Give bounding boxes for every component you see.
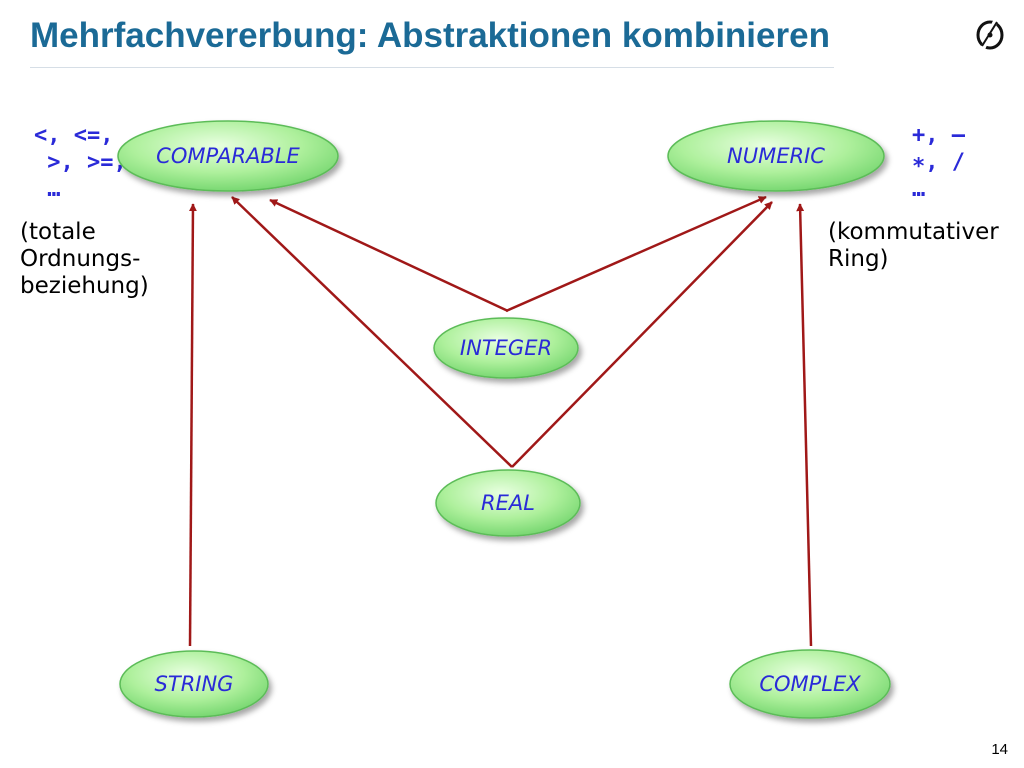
arrow-real-to-numeric (511, 201, 773, 468)
node-comparable: COMPARABLE (117, 120, 339, 192)
node-label-complex: COMPLEX (759, 672, 861, 696)
node-ellipse-real (435, 469, 581, 537)
node-complex: COMPLEX (729, 649, 891, 719)
node-label-numeric: NUMERIC (727, 144, 825, 168)
node-label-comparable: COMPARABLE (156, 144, 300, 168)
node-ellipse-string (119, 650, 269, 718)
eiffel-logo-icon (976, 18, 1004, 50)
node-ellipse-comparable (117, 120, 339, 192)
node-label-string: STRING (155, 672, 234, 696)
numeric-operators: +, – ∗, / … (912, 123, 965, 202)
arrow-integer-to-comparable (269, 198, 509, 313)
node-numeric: NUMERIC (667, 120, 885, 192)
page-number: 14 (991, 741, 1008, 758)
comparable-operators: <, <=, >, >=, … (34, 123, 127, 202)
node-ellipse-numeric (667, 120, 885, 192)
title-divider (30, 67, 834, 68)
node-ellipse-integer (433, 317, 579, 379)
arrow-complex-to-numeric (796, 203, 813, 647)
arrow-string-to-comparable (188, 203, 197, 647)
comparable-note: (totale Ordnungs- beziehung) (20, 219, 149, 299)
node-label-integer: INTEGER (460, 336, 552, 360)
node-integer: INTEGER (433, 317, 579, 379)
node-label-real: REAL (481, 491, 535, 515)
node-real: REAL (435, 469, 581, 537)
node-ellipse-complex (729, 649, 891, 719)
arrow-integer-to-numeric (505, 195, 767, 313)
arrow-real-to-comparable (231, 196, 513, 468)
node-string: STRING (119, 650, 269, 718)
numeric-note: (kommutativer Ring) (828, 219, 999, 272)
slide-title: Mehrfachvererbung: Abstraktionen kombini… (30, 16, 830, 55)
